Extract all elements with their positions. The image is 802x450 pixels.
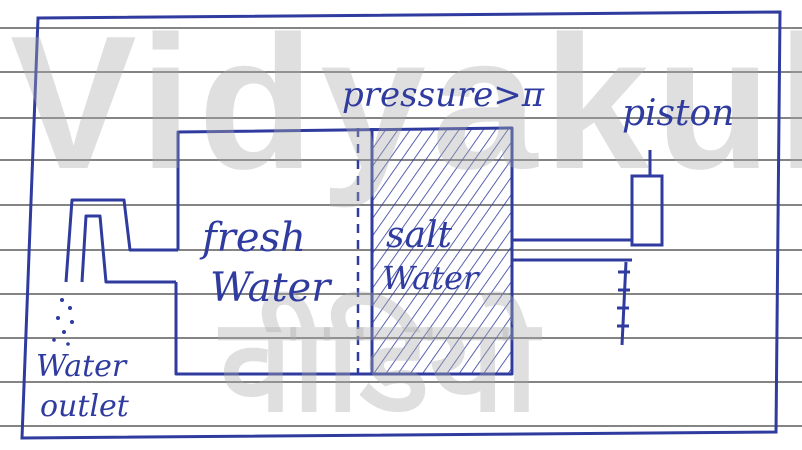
- water-outlet-label-line1: Water: [36, 352, 126, 382]
- salt-water-label-line2: Water: [382, 262, 478, 294]
- fresh-water-label-line1: fresh: [202, 218, 306, 258]
- pressure-label: pressure>π: [342, 78, 544, 112]
- salt-water-label-line1: salt: [386, 218, 452, 254]
- water-outlet-label-line2: outlet: [40, 392, 129, 422]
- outlet-pipe: [66, 200, 178, 282]
- fresh-water-label-line2: Water: [210, 268, 330, 308]
- piston-rod: [512, 150, 662, 345]
- piston-label: piston: [622, 96, 734, 132]
